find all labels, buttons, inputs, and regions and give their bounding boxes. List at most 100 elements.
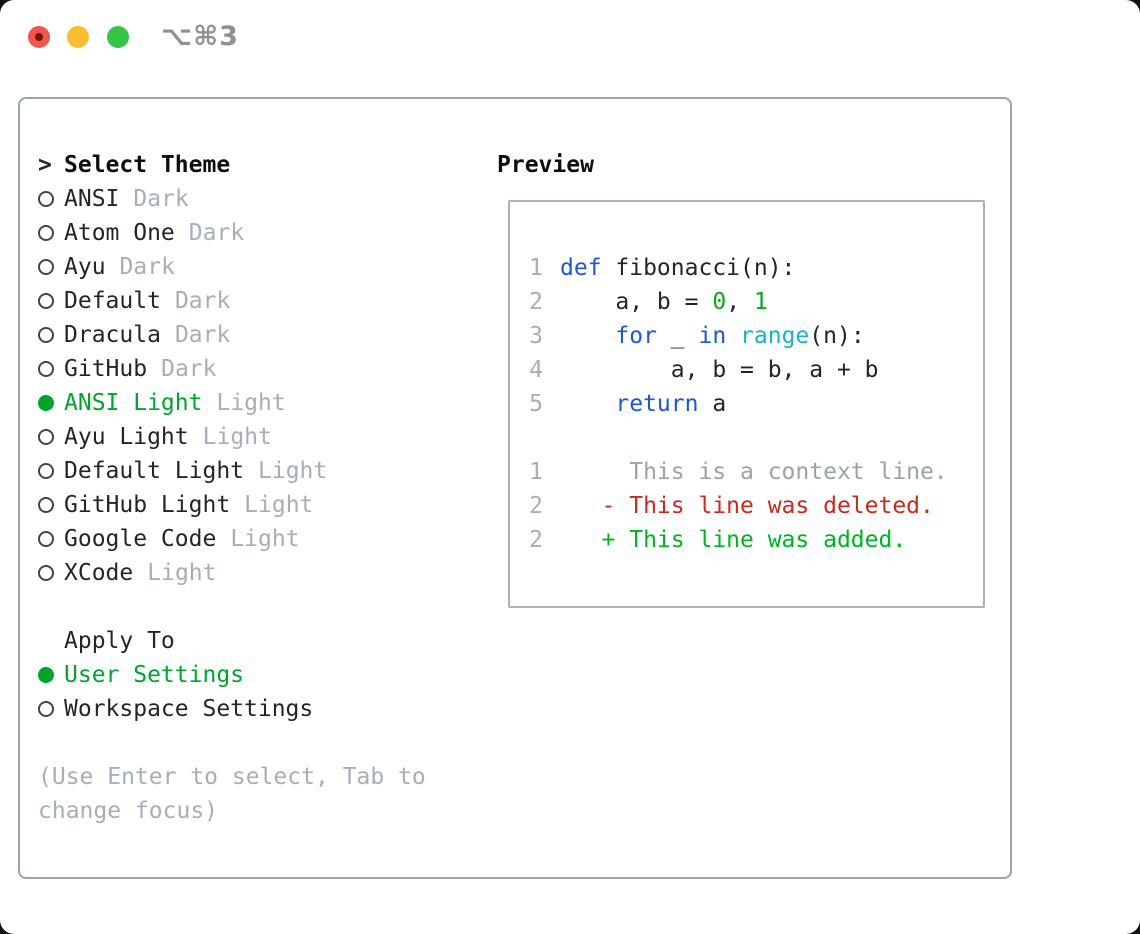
code-segment: range: [740, 323, 810, 349]
keyboard-shortcut-label: ⌥⌘3: [161, 21, 239, 52]
code-line-9: 2 + This line was added.: [528, 523, 983, 557]
titlebar: ⌥⌘3: [0, 0, 1140, 72]
code-segment: a, b =: [560, 289, 713, 315]
code-blank-line: [528, 421, 983, 455]
spacer-row: [38, 726, 478, 760]
code-segment: ,: [726, 289, 754, 315]
line-number: 4: [529, 357, 543, 383]
radio-circle: [38, 701, 54, 717]
code-line-2: 2 a, b = 0, 1: [528, 285, 983, 319]
theme-option-xcode[interactable]: XCode Light: [38, 556, 478, 590]
line-number: 3: [529, 323, 543, 349]
option-label: Default Light: [64, 458, 245, 484]
close-dot-icon: [35, 33, 43, 41]
code-segment: fibonacci(n):: [601, 255, 796, 281]
code-segment: + This line was added.: [560, 527, 907, 553]
radio-circle: [38, 259, 54, 275]
radio-circle: [38, 497, 54, 513]
radio-circle: [38, 361, 54, 377]
option-label: Atom One: [64, 220, 175, 246]
theme-option-default[interactable]: Default Dark: [38, 284, 478, 318]
radio-icon: [38, 692, 64, 726]
theme-option-google-code[interactable]: Google Code Light: [38, 522, 478, 556]
apply-option-user-settings[interactable]: User Settings: [38, 658, 478, 692]
close-button[interactable]: [28, 26, 50, 48]
variant-label: Dark: [174, 288, 231, 314]
code-content: a, b = b, a + b: [560, 357, 879, 383]
help-text-line-1: (Use Enter to select, Tab to: [38, 760, 478, 794]
variant-label: Light: [147, 560, 217, 586]
variant-label: Light: [244, 492, 314, 518]
code-segment: in: [698, 323, 727, 349]
option-label: XCode: [64, 560, 134, 586]
code-segment: a: [698, 391, 727, 417]
radio-circle: [38, 191, 54, 207]
option-label: Google Code: [64, 526, 217, 552]
line-number: 2: [529, 527, 543, 553]
theme-list-header: >Select Theme: [38, 148, 478, 182]
option-label: Default: [64, 288, 161, 314]
variant-label: Light: [202, 424, 272, 450]
radio-circle: [38, 293, 54, 309]
code-segment: 0: [712, 289, 727, 315]
code-segment: [726, 323, 740, 349]
radio-circle: [38, 565, 54, 581]
theme-option-default-light[interactable]: Default Light Light: [38, 454, 478, 488]
code-segment: for: [615, 323, 657, 349]
code-segment: (n):: [809, 323, 865, 349]
selected-radio-icon: [38, 386, 64, 420]
code-segment: def: [560, 255, 602, 281]
variant-label: Dark: [174, 322, 231, 348]
radio-circle: [38, 395, 54, 411]
radio-icon: [38, 556, 64, 590]
apply-option-workspace-settings[interactable]: Workspace Settings: [38, 692, 478, 726]
radio-icon: [38, 352, 64, 386]
option-label: Ayu: [64, 254, 106, 280]
code-segment: - This line was deleted.: [560, 493, 934, 519]
variant-label: Light: [230, 526, 300, 552]
line-number: 2: [529, 493, 543, 519]
code-segment: _: [656, 323, 699, 349]
variant-label: Light: [216, 390, 286, 416]
code-line-3: 3 for _ in range(n):: [528, 319, 983, 353]
radio-icon: [38, 318, 64, 352]
option-label: ANSI: [64, 186, 120, 212]
code-segment: This is a context line.: [560, 459, 948, 485]
code-segment: a, b = b, a + b: [560, 357, 879, 383]
line-number: 5: [529, 391, 543, 417]
selected-radio-icon: [38, 658, 64, 692]
radio-icon: [38, 284, 64, 318]
theme-option-ansi-light[interactable]: ANSI Light Light: [38, 386, 478, 420]
code-content: def fibonacci(n):: [560, 255, 795, 281]
apply-to-label: Apply To: [64, 628, 175, 654]
code-segment: [560, 323, 615, 349]
radio-icon: [38, 454, 64, 488]
option-label: User Settings: [64, 662, 245, 688]
option-label: Workspace Settings: [64, 696, 314, 722]
code-content: This is a context line.: [560, 459, 948, 485]
minimize-button[interactable]: [67, 26, 89, 48]
zoom-button[interactable]: [107, 26, 129, 48]
help-text-line-2: change focus): [38, 794, 478, 828]
line-number: 1: [529, 459, 543, 485]
theme-list-title: Select Theme: [64, 152, 231, 178]
variant-label: Light: [258, 458, 328, 484]
option-label: ANSI Light: [64, 390, 203, 416]
code-line-4: 4 a, b = b, a + b: [528, 353, 983, 387]
code-segment: 1: [753, 289, 768, 315]
spacer-row: [38, 590, 478, 624]
code-content: a, b = 0, 1: [560, 289, 768, 315]
apply-to-header: Apply To: [38, 624, 478, 658]
